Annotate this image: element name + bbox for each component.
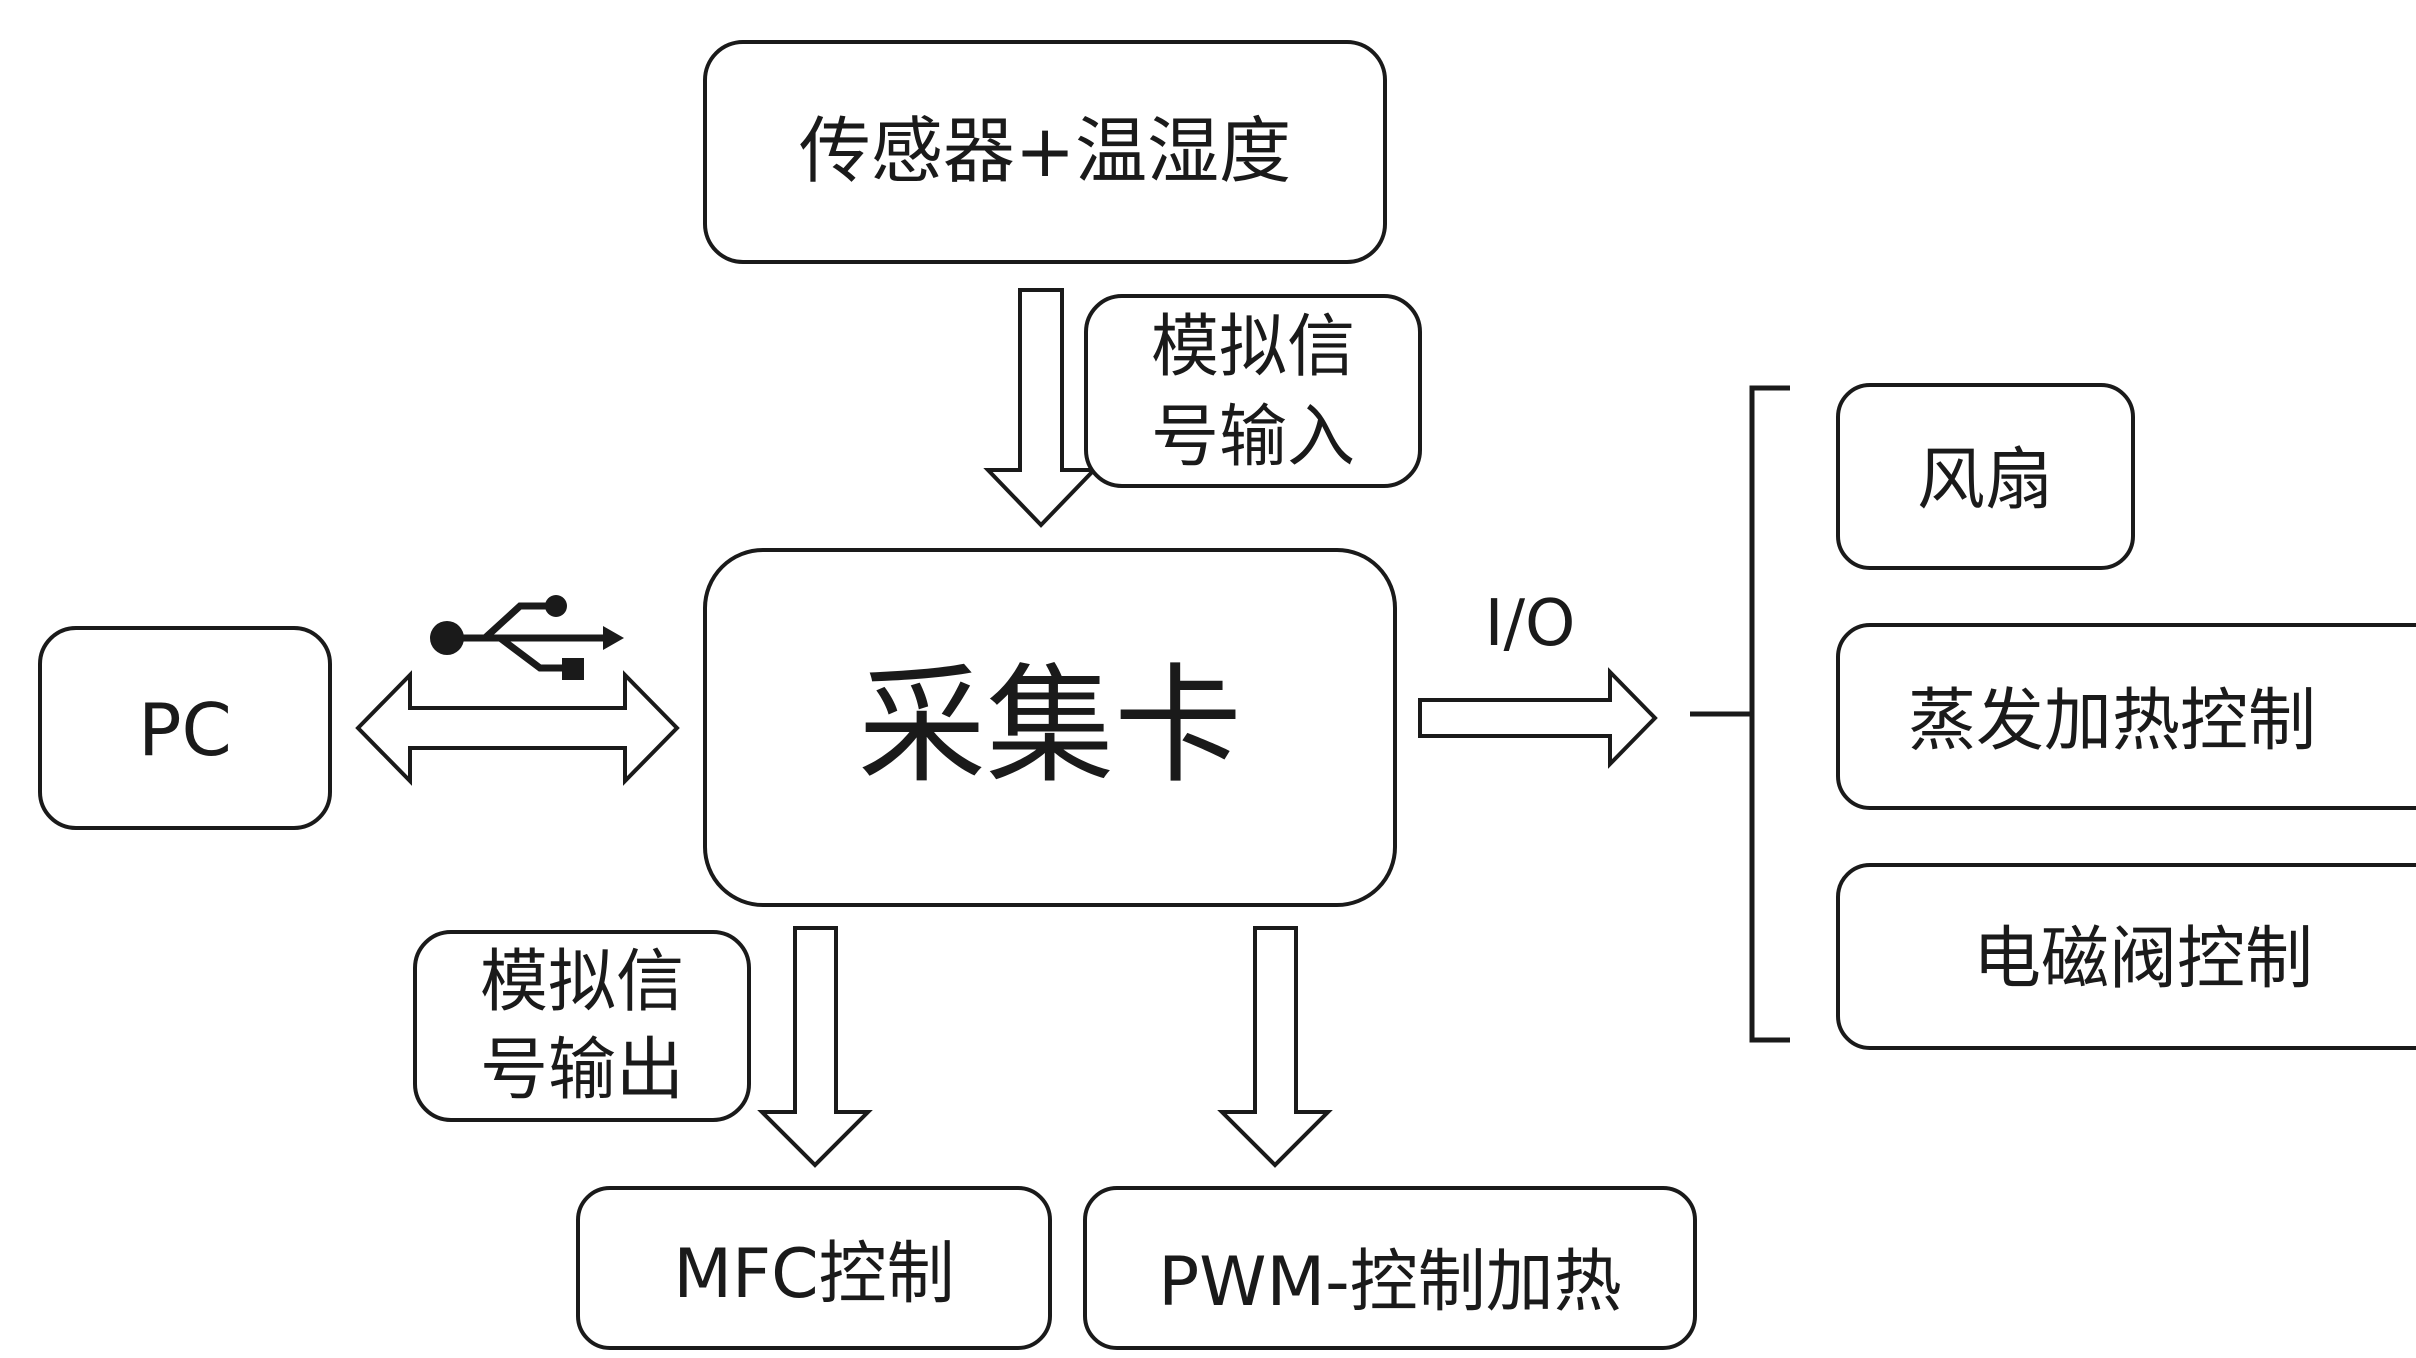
- pc-box: [38, 626, 332, 830]
- sensor-node: 传感器+温湿度: [703, 40, 1387, 264]
- pc-label: PC: [138, 688, 232, 772]
- pc-card-double-arrow: [355, 670, 680, 786]
- pwm-arrow: [1217, 926, 1333, 1168]
- fan-node: 风扇: [1836, 383, 2135, 570]
- mfc-arrow: [757, 926, 873, 1168]
- analog-input-tag-box: [1084, 294, 1422, 488]
- usb-icon: [430, 595, 624, 680]
- mfc-box: [576, 1186, 1052, 1350]
- sensor-box: [703, 40, 1387, 264]
- evaporation-heating-label: 蒸发加热控制: [1908, 682, 2316, 761]
- pwm-box: [1083, 1186, 1697, 1350]
- solenoid-valve-box: [1836, 863, 2416, 1050]
- solenoid-valve-node: 电磁阀控制: [1836, 863, 2416, 1050]
- solenoid-valve-label: 电磁阀控制: [1973, 920, 2313, 999]
- evaporation-heating-box: [1836, 623, 2416, 810]
- analog-output-label-line2: 号输出: [480, 1031, 684, 1110]
- evaporation-heating-node: 蒸发加热控制: [1836, 623, 2416, 810]
- acquisition-card-label: 采集卡: [858, 652, 1242, 801]
- io-label: I/O: [1485, 587, 1576, 661]
- analog-input-label-line1: 模拟信: [1151, 308, 1355, 387]
- fan-box: [1836, 383, 2135, 570]
- pwm-label: PWM-控制加热: [1158, 1243, 1621, 1322]
- fan-label: 风扇: [1917, 441, 2053, 520]
- analog-input-arrow: [983, 288, 1099, 528]
- acquisition-card-node: 采集卡: [703, 548, 1397, 907]
- analog-input-tag: 模拟信 号输入: [1084, 294, 1422, 488]
- mfc-label: MFC控制: [673, 1235, 954, 1314]
- mfc-node: MFC控制: [576, 1186, 1052, 1350]
- analog-output-tag-box: [413, 930, 751, 1122]
- analog-output-tag: 模拟信 号输出: [413, 930, 751, 1122]
- output-bracket: [1690, 385, 1790, 1043]
- sensor-label: 传感器+温湿度: [799, 109, 1291, 193]
- analog-input-label-line2: 号输入: [1151, 398, 1355, 477]
- pc-node: PC: [38, 626, 332, 830]
- acquisition-card-box: [703, 548, 1397, 907]
- pwm-node: PWM-控制加热: [1083, 1186, 1697, 1350]
- io-arrow: [1418, 667, 1658, 769]
- analog-output-label-line1: 模拟信: [480, 943, 684, 1022]
